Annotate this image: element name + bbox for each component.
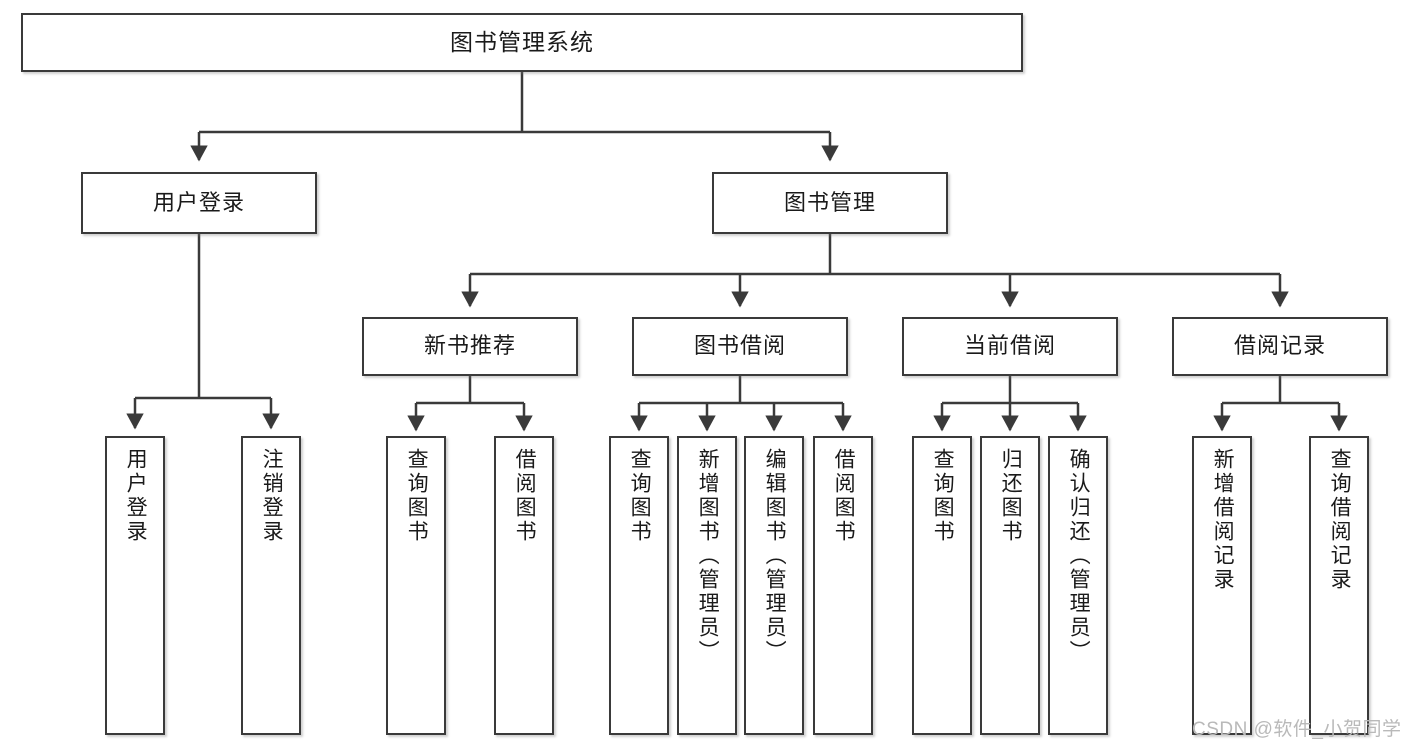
node-label: 新增图书（管理员）	[696, 448, 720, 664]
node-label: 注销登录	[260, 448, 284, 544]
node-label: 图书借阅	[693, 333, 786, 359]
node-label: 新增借阅记录	[1211, 448, 1235, 592]
node-user-login[interactable]: 用户登录	[81, 172, 317, 234]
leaf-borrow-query-book[interactable]: 查询图书	[609, 436, 669, 735]
node-label: 查询借阅记录	[1328, 448, 1352, 592]
node-label: 查询图书	[405, 448, 429, 544]
leaf-borrow-add-book-admin[interactable]: 新增图书（管理员）	[677, 436, 737, 735]
leaf-borrow-edit-book-admin[interactable]: 编辑图书（管理员）	[744, 436, 804, 735]
node-new-book-recommend[interactable]: 新书推荐	[362, 317, 578, 376]
node-label: 归还图书	[999, 448, 1023, 544]
node-borrow-record[interactable]: 借阅记录	[1172, 317, 1388, 376]
node-label: 图书管理	[783, 189, 876, 215]
node-label: 查询图书	[628, 448, 652, 544]
node-label: 用户登录	[152, 189, 245, 215]
leaf-user-login-signout[interactable]: 注销登录	[241, 436, 301, 735]
leaf-record-add-record[interactable]: 新增借阅记录	[1192, 436, 1252, 735]
node-label: 借阅记录	[1233, 333, 1326, 359]
leaf-current-query-book[interactable]: 查询图书	[912, 436, 972, 735]
node-label: 借阅图书	[513, 448, 537, 544]
node-label: 借阅图书	[832, 448, 856, 544]
node-label: 图书管理系统	[450, 28, 594, 55]
node-book-management[interactable]: 图书管理	[712, 172, 948, 234]
node-book-borrow[interactable]: 图书借阅	[632, 317, 848, 376]
node-label: 新书推荐	[423, 333, 516, 359]
node-current-borrow[interactable]: 当前借阅	[902, 317, 1118, 376]
node-label: 查询图书	[931, 448, 955, 544]
leaf-current-return-book[interactable]: 归还图书	[980, 436, 1040, 735]
leaf-recommend-query-book[interactable]: 查询图书	[386, 436, 446, 735]
node-label: 编辑图书（管理员）	[763, 448, 787, 664]
node-label: 当前借阅	[963, 333, 1056, 359]
leaf-record-query-record[interactable]: 查询借阅记录	[1309, 436, 1369, 735]
node-label: 用户登录	[124, 448, 148, 544]
node-root-system[interactable]: 图书管理系统	[21, 13, 1023, 72]
node-label: 确认归还（管理员）	[1067, 448, 1091, 664]
leaf-current-confirm-return-admin[interactable]: 确认归还（管理员）	[1048, 436, 1108, 735]
leaf-borrow-borrow-book[interactable]: 借阅图书	[813, 436, 873, 735]
leaf-user-login-signin[interactable]: 用户登录	[105, 436, 165, 735]
leaf-recommend-borrow-book[interactable]: 借阅图书	[494, 436, 554, 735]
